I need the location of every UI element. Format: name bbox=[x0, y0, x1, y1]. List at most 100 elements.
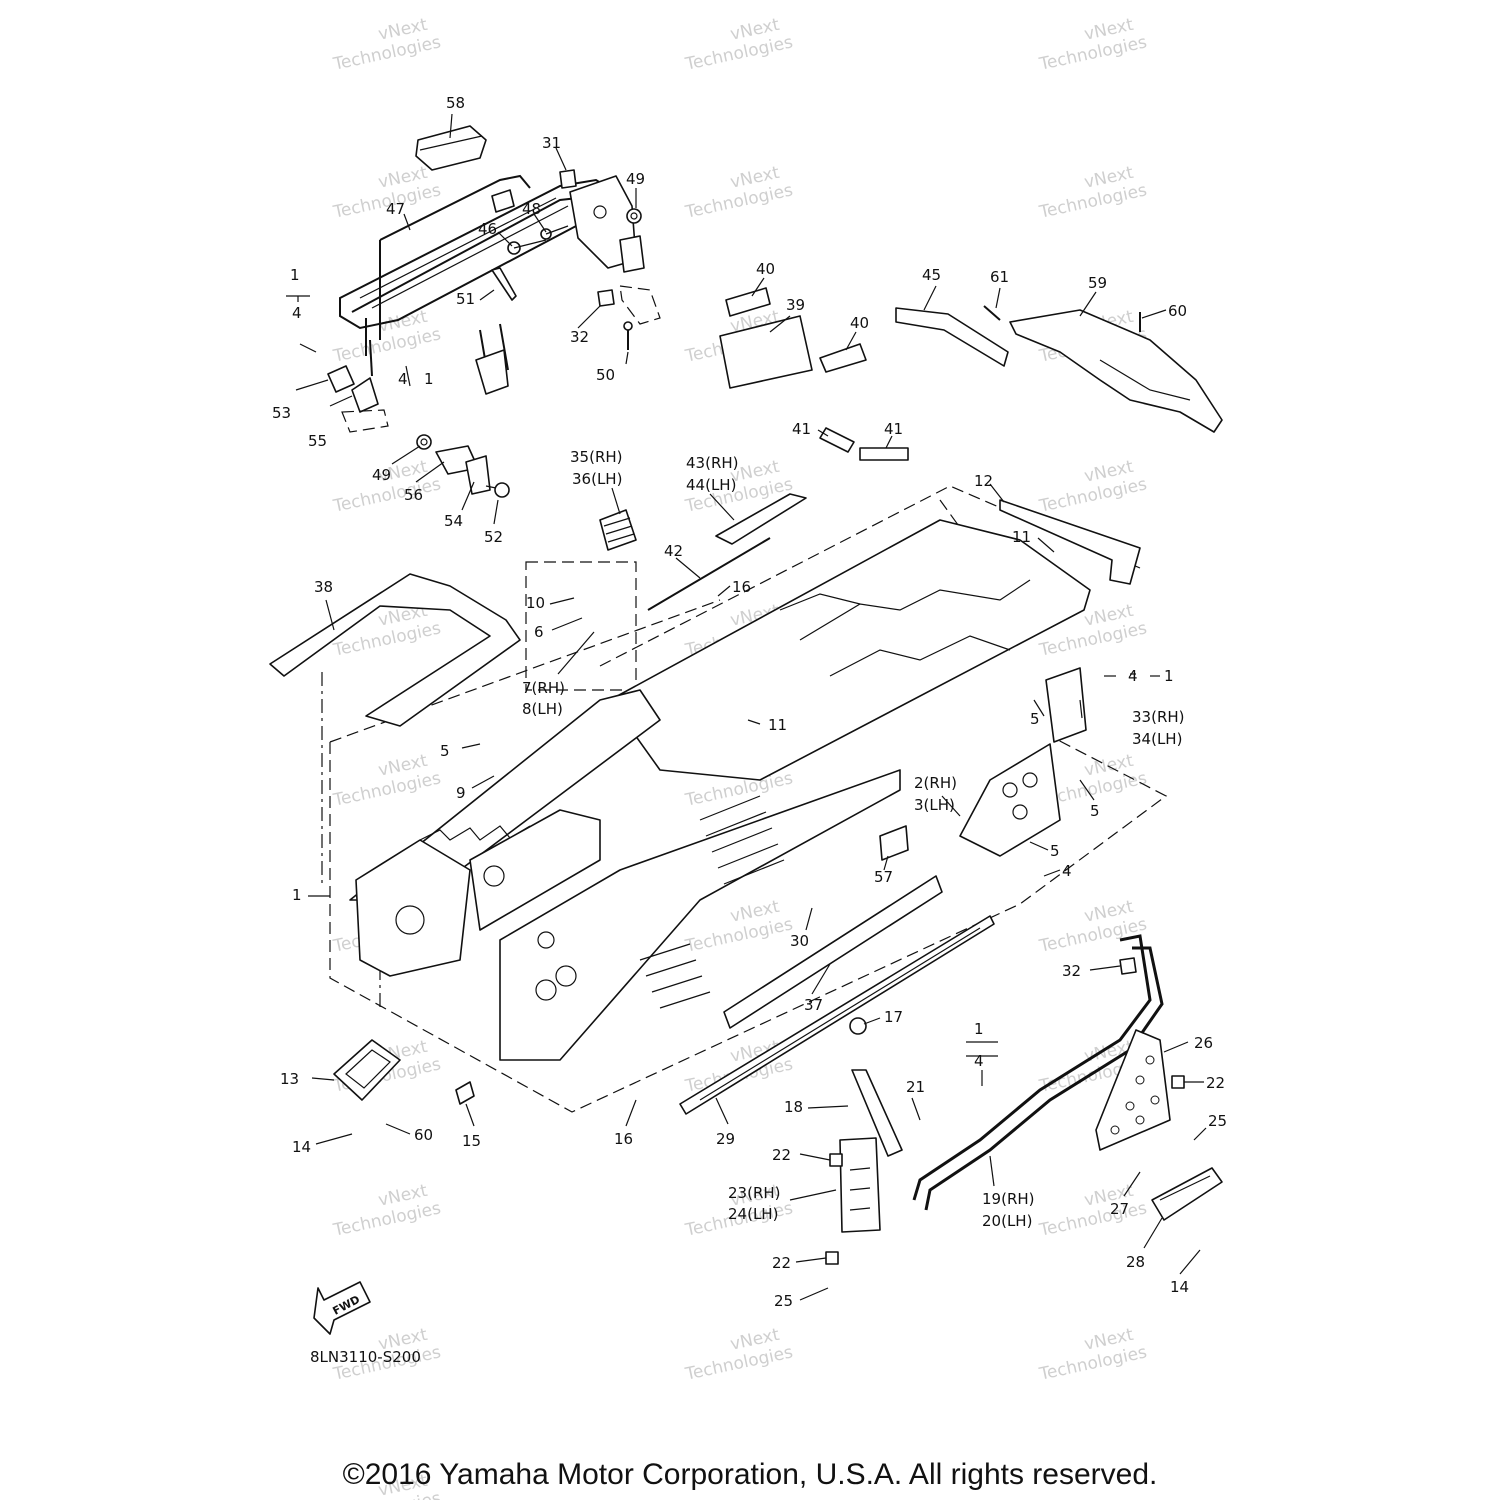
callout-label: 1 bbox=[424, 370, 434, 388]
callout-label: 23(RH) bbox=[728, 1184, 781, 1202]
callout-label: 5 bbox=[1090, 802, 1100, 820]
callout-label: 16 bbox=[732, 578, 751, 596]
callout-label: 56 bbox=[404, 486, 423, 504]
callout-label: 8(LH) bbox=[522, 700, 563, 718]
callout-label: 24(LH) bbox=[728, 1205, 778, 1223]
tunnel-chassis bbox=[321, 485, 1168, 1113]
callout-label: 1 bbox=[290, 266, 300, 284]
callout-label: 61 bbox=[990, 268, 1009, 286]
callout-label: 22 bbox=[772, 1146, 791, 1164]
callout-label: 33(RH) bbox=[1132, 708, 1185, 726]
callout-label: 14 bbox=[1170, 1278, 1189, 1296]
callout-label: 9 bbox=[456, 784, 466, 802]
callout-label: 59 bbox=[1088, 274, 1107, 292]
leader-lines bbox=[286, 113, 1207, 1301]
callout-label: 19(RH) bbox=[982, 1190, 1035, 1208]
callout-label: 46 bbox=[478, 220, 497, 238]
callout-label: 26 bbox=[1194, 1034, 1213, 1052]
callout-label: 30 bbox=[790, 932, 809, 950]
callout-label: 39 bbox=[786, 296, 805, 314]
callout-label: 1 bbox=[974, 1020, 984, 1038]
callout-label: 4 bbox=[398, 370, 408, 388]
callout-label: 14 bbox=[292, 1138, 311, 1156]
callout-label: 5 bbox=[1050, 842, 1060, 860]
callout-label: 28 bbox=[1126, 1253, 1145, 1271]
callout-label: 31 bbox=[542, 134, 561, 152]
callout-label: 15 bbox=[462, 1132, 481, 1150]
callout-label: 60 bbox=[414, 1126, 433, 1144]
callout-label: 43(RH) bbox=[686, 454, 739, 472]
callout-label: 35(RH) bbox=[570, 448, 623, 466]
callout-label: 53 bbox=[272, 404, 291, 422]
callout-label: 47 bbox=[386, 200, 405, 218]
callout-label: 32 bbox=[1062, 962, 1081, 980]
callout-label: 16 bbox=[614, 1130, 633, 1148]
callout-label: 5 bbox=[1030, 710, 1040, 728]
callout-label: 44(LH) bbox=[686, 476, 736, 494]
callout-label: 22 bbox=[772, 1254, 791, 1272]
callout-label: 49 bbox=[626, 170, 645, 188]
lower-right-parts bbox=[333, 934, 1223, 1265]
callout-label: 49 bbox=[372, 466, 391, 484]
callout-label: 52 bbox=[484, 528, 503, 546]
callout-label: 38 bbox=[314, 578, 333, 596]
callout-label: 11 bbox=[768, 716, 787, 734]
callout-label: 7(RH) bbox=[522, 679, 565, 697]
callout-label: 40 bbox=[850, 314, 869, 332]
callout-label: 45 bbox=[922, 266, 941, 284]
rack-assembly bbox=[299, 125, 661, 498]
callout-label: 20(LH) bbox=[982, 1212, 1032, 1230]
callout-label: 57 bbox=[874, 868, 893, 886]
callout-label: 36(LH) bbox=[572, 470, 622, 488]
callout-label: 1 bbox=[1164, 667, 1174, 685]
callout-label: 18 bbox=[784, 1098, 803, 1116]
callout-label: 48 bbox=[522, 200, 541, 218]
callout-label: 2(RH) bbox=[914, 774, 957, 792]
callout-label: 17 bbox=[884, 1008, 903, 1026]
diagram-code: 8LN3110-S200 bbox=[310, 1348, 421, 1366]
callout-label: 12 bbox=[974, 472, 993, 490]
callout-label: 41 bbox=[884, 420, 903, 438]
callout-label: 32 bbox=[570, 328, 589, 346]
callout-label: 41 bbox=[792, 420, 811, 438]
callout-label: 40 bbox=[756, 260, 775, 278]
upper-right-parts bbox=[599, 287, 1223, 611]
callout-label: 10 bbox=[526, 594, 545, 612]
callout-label: 29 bbox=[716, 1130, 735, 1148]
callout-label: 25 bbox=[774, 1292, 793, 1310]
callout-label: 4 bbox=[974, 1052, 984, 1070]
callout-label: 5 bbox=[440, 742, 450, 760]
fwd-arrow: FWD bbox=[313, 1281, 371, 1335]
callout-label: 50 bbox=[596, 366, 615, 384]
callout-label: 60 bbox=[1168, 302, 1187, 320]
callout-label: 11 bbox=[1012, 528, 1031, 546]
callout-label: 51 bbox=[456, 290, 475, 308]
callout-label: 21 bbox=[906, 1078, 925, 1096]
callout-label: 1 bbox=[292, 886, 302, 904]
callout-label: 4 bbox=[1062, 862, 1072, 880]
callout-label: 55 bbox=[308, 432, 327, 450]
callout-label: 3(LH) bbox=[914, 796, 955, 814]
callout-label: 42 bbox=[664, 542, 683, 560]
callout-label: 25 bbox=[1208, 1112, 1227, 1130]
callout-label: 54 bbox=[444, 512, 463, 530]
callout-label: 58 bbox=[446, 94, 465, 112]
callout-label: 27 bbox=[1110, 1200, 1129, 1218]
callout-label: 4 bbox=[1128, 667, 1138, 685]
